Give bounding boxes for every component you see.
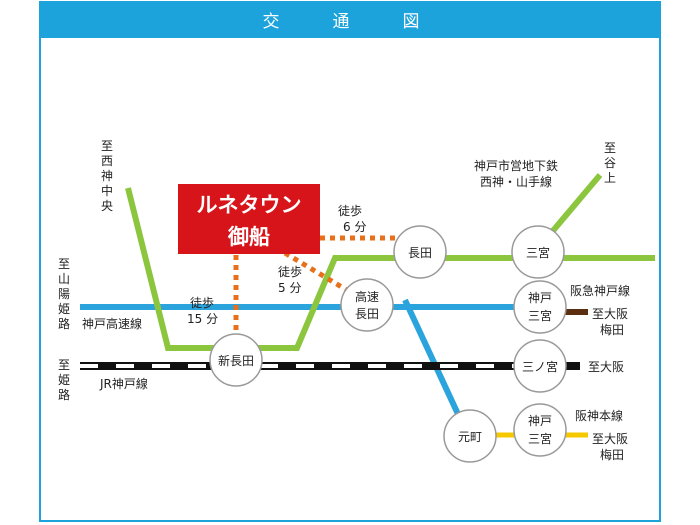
dir-osaka-jr: 至大阪 <box>588 360 624 374</box>
station-motomachi-label: 元町 <box>458 430 482 444</box>
dir-nishi-kamichuo: 至 西 神 中 央 <box>101 139 113 213</box>
dir-himeji-char-1: 姫 <box>58 373 70 387</box>
walk-route-kosoku-nagata <box>283 250 352 295</box>
station-kosoku-nagata <box>340 278 394 332</box>
dir-taniue: 至 谷 上 <box>604 141 616 185</box>
station-kobe-sannomiya-label-1: 神戸 <box>528 291 552 305</box>
station-nagata-label: 長田 <box>408 246 432 260</box>
dir-nishi-kamichuo-char-4: 央 <box>101 199 113 213</box>
dir-himeji-char-2: 路 <box>58 387 70 402</box>
dir-osaka-hanshin-2: 梅田 <box>600 447 624 462</box>
dir-nishi-kamichuo-char-2: 神 <box>101 169 113 183</box>
station-motomachi <box>443 409 497 463</box>
station-sannomiya <box>511 225 565 279</box>
subway-label-2: 西神・山手線 <box>480 174 552 189</box>
dir-osaka-hankyu-1: 至大阪 <box>592 307 628 321</box>
brand-line2: 御船 <box>227 225 270 249</box>
dir-nishi-kamichuo-char-0: 至 <box>101 139 113 153</box>
walk-nagata-1: 徒歩 <box>338 203 362 218</box>
dir-osaka-hankyu-2: 梅田 <box>600 322 624 337</box>
dir-nishi-kamichuo-char-3: 中 <box>101 183 113 198</box>
dir-himeji: 至 姫 路 <box>58 358 70 402</box>
jr-label: JR神戸線 <box>99 376 148 391</box>
dir-osaka-hanshin-1: 至大阪 <box>592 432 628 446</box>
hankyu-label: 阪急神戸線 <box>570 283 630 298</box>
kobe-kosoku-label: 神戸高速線 <box>82 316 142 331</box>
dir-sanyo-himeji-char-0: 至 <box>58 257 70 271</box>
hanshin-label: 阪神本線 <box>575 408 623 423</box>
walk-kosoku-nagata-1: 徒歩 <box>278 264 302 279</box>
dir-sanyo-himeji: 至 山 陽 姫 路 <box>58 257 70 331</box>
station-sannomiya-jr <box>513 339 567 393</box>
station-kosoku-nagata-label-1: 高速 <box>355 289 379 304</box>
dir-himeji-char-0: 至 <box>58 358 70 372</box>
subway-label-1: 神戸市営地下鉄 <box>474 158 558 173</box>
page-title: 交 通 図 <box>39 1 661 38</box>
station-kobe-sannomiya <box>513 280 567 334</box>
station-nagata <box>393 225 447 279</box>
walk-nagata-2: 6 分 <box>343 220 366 234</box>
dir-taniue-char-1: 谷 <box>604 156 616 170</box>
brand-box <box>178 184 320 254</box>
station-hanshin-sannomiya-label-1: 神戸 <box>528 414 552 428</box>
dir-taniue-char-2: 上 <box>604 171 616 185</box>
station-sannomiya-label: 三宮 <box>526 245 550 260</box>
walk-shin-nagata-1: 徒歩 <box>190 295 214 310</box>
dir-sanyo-himeji-char-3: 姫 <box>58 302 70 316</box>
dir-sanyo-himeji-char-1: 山 <box>58 272 70 286</box>
brand-line1: ルネタウン <box>197 193 302 217</box>
station-kosoku-nagata-label-2: 長田 <box>355 307 379 321</box>
station-shin-nagata-label: 新長田 <box>218 353 254 368</box>
walk-shin-nagata-2: 15 分 <box>187 312 218 326</box>
station-sannomiya-jr-label: 三ノ宮 <box>522 359 558 374</box>
dir-sanyo-himeji-char-4: 路 <box>58 316 70 331</box>
station-shin-nagata <box>209 333 263 387</box>
station-hanshin-sannomiya <box>513 403 567 457</box>
station-kobe-sannomiya-label-2: 三宮 <box>528 308 552 323</box>
station-hanshin-sannomiya-label-2: 三宮 <box>528 431 552 446</box>
walk-kosoku-nagata-2: 5 分 <box>278 281 301 295</box>
dir-taniue-char-0: 至 <box>604 141 616 155</box>
dir-sanyo-himeji-char-2: 陽 <box>58 287 70 301</box>
dir-nishi-kamichuo-char-1: 西 <box>101 154 113 168</box>
